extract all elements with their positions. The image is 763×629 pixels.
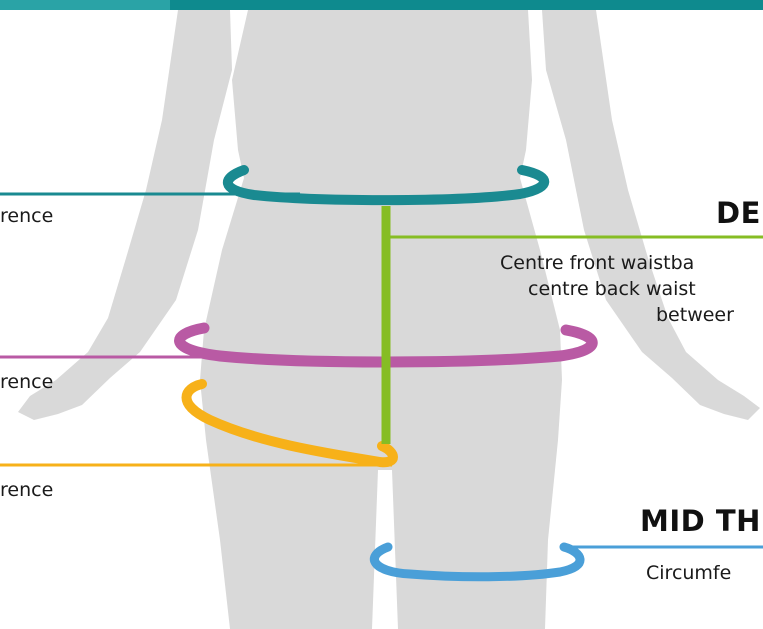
mid-thigh-title: MID TH [640,504,761,538]
top-banner-highlight [0,0,170,10]
depth-desc-line-2: centre back waist [528,276,696,302]
mid-thigh-desc: Circumfe [646,560,731,586]
thigh-label: rence [0,478,53,502]
waist-label: rence [0,204,53,228]
depth-title: DE [716,196,761,230]
depth-desc-line-1: Centre front waistba [500,250,694,276]
torso [200,10,562,629]
depth-desc-line-3: betweer [656,302,734,328]
hip-label: rence [0,370,53,394]
